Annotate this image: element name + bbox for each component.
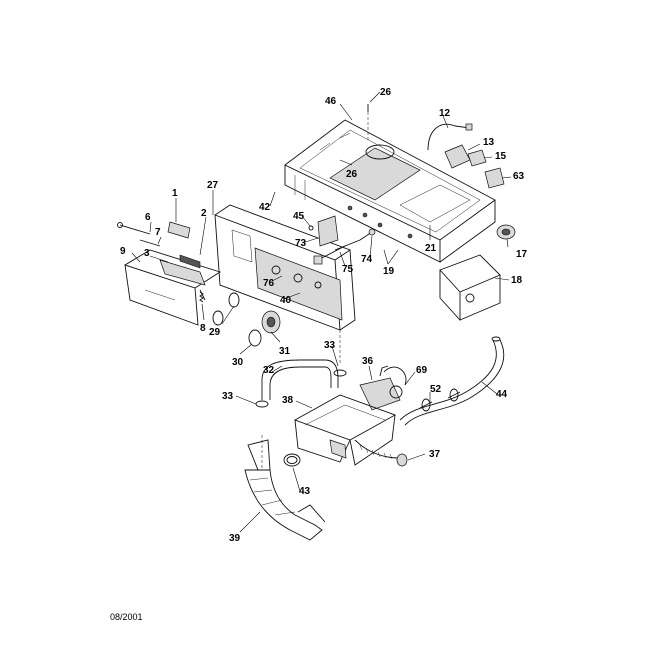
label-33-top: 33: [324, 340, 336, 351]
label-76: 76: [263, 278, 275, 289]
label-45: 45: [293, 211, 305, 222]
harness-74: [334, 231, 373, 251]
label-13: 13: [483, 137, 495, 148]
label-3: 3: [144, 248, 150, 259]
bellows-39: [244, 439, 326, 541]
label-29: 29: [209, 327, 221, 338]
label-43: 43: [299, 486, 311, 497]
bolt-7: [139, 239, 161, 247]
ring-43: [283, 453, 301, 467]
spring-8: [199, 291, 204, 303]
part-1: [167, 221, 191, 239]
label-40: 40: [280, 295, 292, 306]
label-63: 63: [513, 171, 525, 182]
label-15: 15: [495, 151, 507, 162]
hose-37: [354, 439, 401, 459]
label-74: 74: [361, 254, 373, 265]
label-27: 27: [207, 180, 219, 191]
hose-44: [404, 339, 505, 426]
label-18: 18: [511, 275, 523, 286]
label-69: 69: [416, 365, 428, 376]
label-30: 30: [232, 357, 244, 368]
label-26-top: 26: [380, 87, 392, 98]
label-38: 38: [282, 395, 294, 406]
label-21: 21: [425, 243, 437, 254]
top-frame: [284, 119, 496, 263]
label-19: 19: [383, 266, 395, 277]
bracket-73: [317, 215, 339, 247]
label-73: 73: [295, 238, 307, 249]
part-63: [484, 167, 505, 189]
label-75: 75: [342, 264, 354, 275]
label-44: 44: [496, 389, 508, 400]
control-panel: [214, 204, 356, 331]
bolt-6: [119, 224, 151, 235]
label-37: 37: [429, 449, 441, 460]
clamp-33-bottom: [255, 400, 269, 408]
label-12: 12: [439, 108, 451, 119]
wire-12: [427, 123, 471, 151]
label-31: 31: [279, 346, 291, 357]
switch-13: [444, 144, 471, 169]
label-32: 32: [263, 365, 275, 376]
timer-18: [439, 254, 501, 322]
dispenser-drawer: [124, 249, 222, 326]
label-26-frame: 26: [346, 169, 358, 180]
label-33-bottom: 33: [222, 391, 234, 402]
label-6: 6: [145, 212, 151, 223]
label-46: 46: [325, 96, 337, 107]
label-8: 8: [200, 323, 206, 334]
label-9: 9: [120, 246, 126, 257]
label-42: 42: [259, 202, 271, 213]
harness-75: [317, 245, 346, 261]
valve-36: [359, 365, 407, 411]
label-39: 39: [229, 533, 241, 544]
leader-lines: [131, 91, 512, 533]
footer-date: 08/2001: [110, 612, 143, 622]
label-1: 1: [172, 188, 178, 199]
part-labels: 1 2 3 6 7 8 9 12 13 15 17 18 19 21 26 26…: [120, 87, 528, 544]
clamp-33-top: [333, 369, 347, 377]
part-15: [467, 149, 487, 167]
label-36: 36: [362, 356, 374, 367]
hose-32: [261, 359, 339, 400]
knobs: [212, 292, 281, 347]
label-17: 17: [516, 249, 528, 260]
label-7: 7: [155, 227, 161, 238]
label-52: 52: [430, 384, 442, 395]
label-2: 2: [201, 208, 207, 219]
